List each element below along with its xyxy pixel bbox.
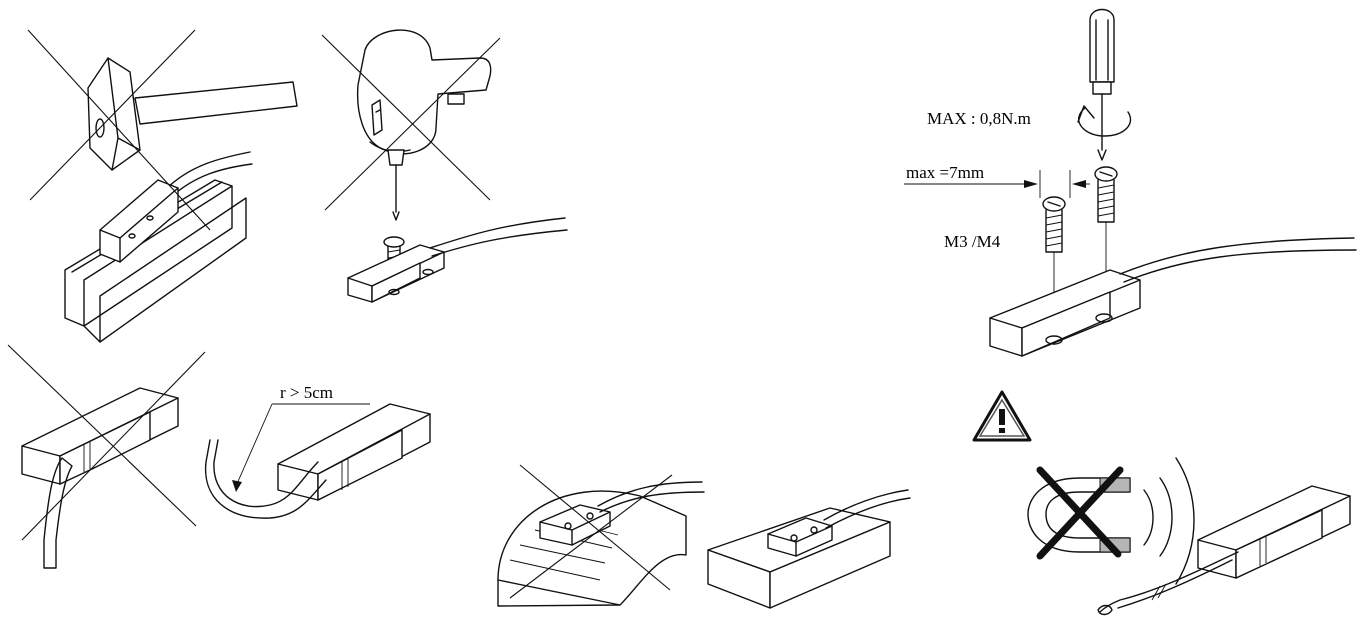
bend-radius-label: r > 5cm [280,383,333,402]
screw-size-label: M3 /M4 [944,232,1001,251]
warning-triangle-icon [972,390,1032,442]
panel-bend-radius: r > 5cm [204,383,431,519]
bend-radius-leader [235,403,273,487]
prohibited-cross-line [7,344,197,527]
prohibited-cross-line [21,351,206,541]
prohibited-cross-line [1036,466,1124,560]
panel-no-hammer [27,29,298,343]
torque-rotation-arrow [1078,107,1132,137]
panel-no-sharp-bend [7,344,206,569]
prohibited-cross-line [509,474,673,599]
prohibited-cross-line [324,37,501,211]
prohibited-cross-line [29,29,196,201]
prohibited-cross-line [519,464,671,591]
panel-screw-mounting: MAX : 0,8N.m max =7mm M3 /M4 [904,8,1357,357]
panel-flat-surface [707,489,911,609]
panel-no-magnet [1027,457,1351,616]
panel-no-power-drill [321,29,568,303]
screw-spacing-label: max =7mm [906,163,984,182]
torque-label: MAX : 0,8N.m [927,109,1031,128]
prohibited-cross-line [321,34,491,201]
prohibited-cross-line [27,29,211,231]
panel-no-curved-surface [497,464,705,607]
